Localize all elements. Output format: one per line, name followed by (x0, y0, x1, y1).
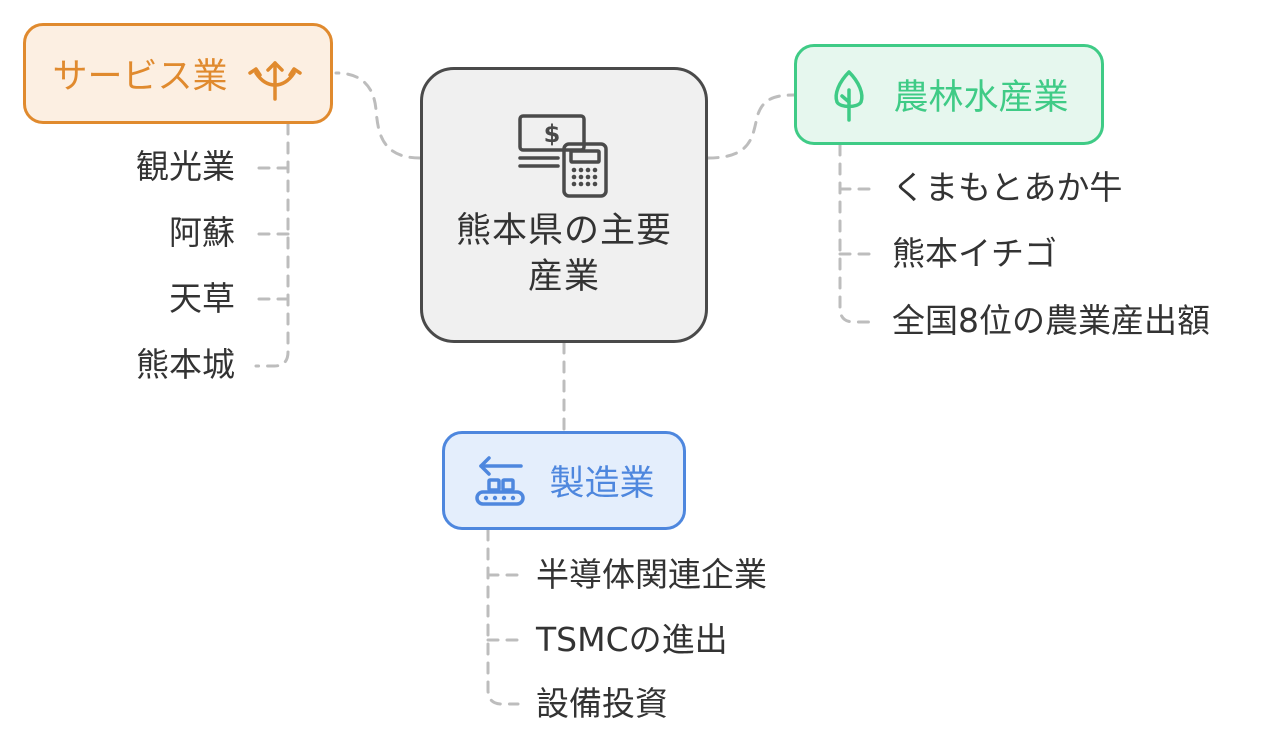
branching-arrows-icon (247, 60, 302, 101)
tree-icon (834, 69, 865, 122)
manufacturing-leaf-item: 設備投資 (536, 684, 668, 723)
svg-text:$: $ (544, 120, 561, 148)
branch-label-manufacturing: 製造業 (549, 464, 655, 504)
agriculture-leaf-item: 全国8位の農業産出額 (892, 301, 1210, 340)
service-leaf-item: 観光業 (136, 147, 235, 186)
central-topic-node[interactable]: $ 熊本県の主要産業 (420, 67, 708, 343)
service-leaf-item: 阿蘇 (169, 213, 235, 252)
branch-node-agriculture[interactable]: 農林水産業 (794, 44, 1104, 145)
manufacturing-leaf-item: TSMCの進出 (536, 620, 728, 659)
branch-label-agriculture: 農林水産業 (893, 78, 1069, 118)
service-leaf-item: 天草 (169, 279, 235, 318)
central-topic-title: 熊本県の主要産業 (455, 211, 672, 297)
agriculture-leaf-item: くまもとあか牛 (892, 168, 1123, 207)
service-leaf-item: 熊本城 (136, 345, 235, 384)
conveyor-belt-icon (475, 455, 526, 506)
agriculture-leaf-item: 熊本イチゴ (892, 234, 1057, 273)
branch-node-manufacturing[interactable]: 製造業 (442, 431, 686, 530)
money-calculator-icon: $ (518, 114, 608, 198)
manufacturing-leaf-item: 半導体関連企業 (536, 555, 767, 594)
branch-node-service[interactable]: サービス業 (23, 23, 333, 124)
branch-label-service: サービス業 (52, 57, 228, 97)
